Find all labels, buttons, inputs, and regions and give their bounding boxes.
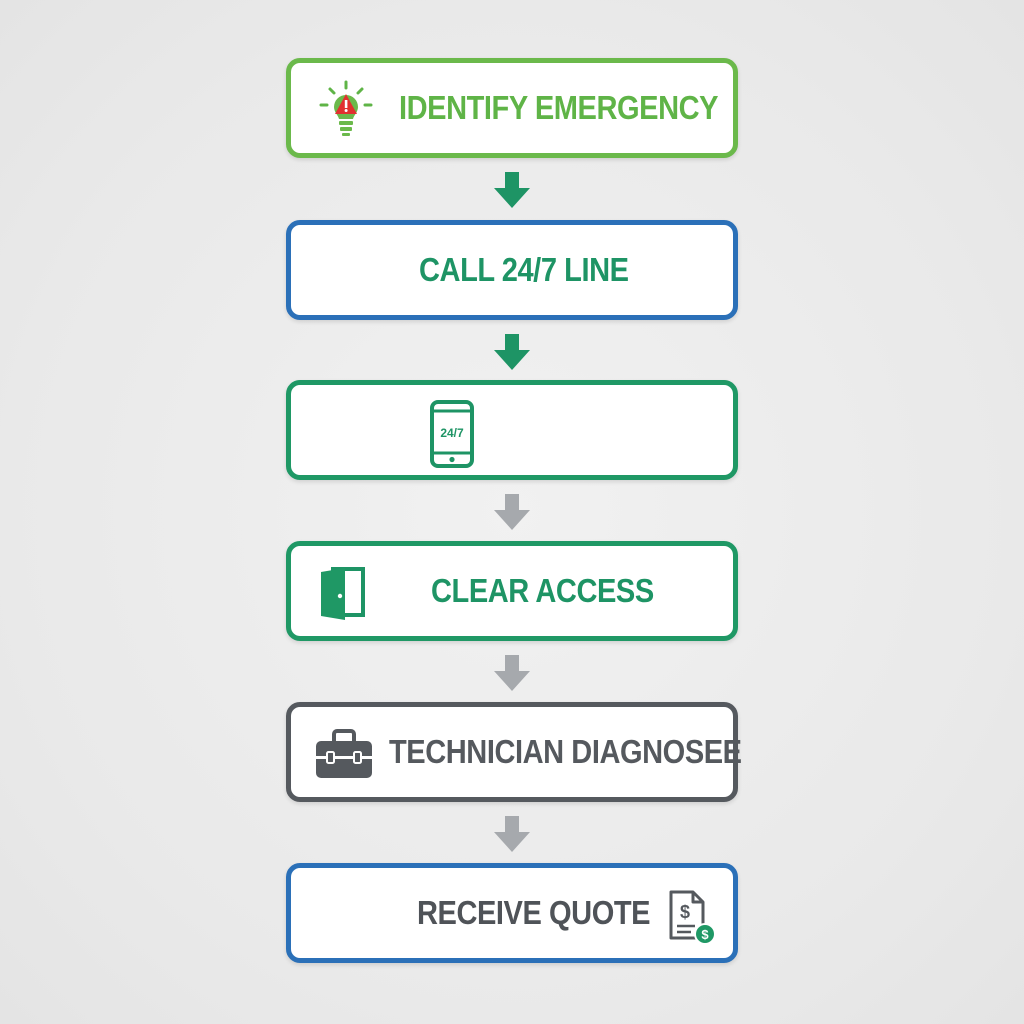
step-label: IDENTIFY EMERGENCY: [399, 89, 719, 126]
dollar-sign: $: [680, 902, 690, 922]
invoice-dollar-icon: $ $: [669, 890, 716, 945]
step-label: TECHNICIAN DIAGNOSEE: [389, 733, 742, 770]
down-arrow-icon: [494, 334, 530, 370]
smartphone-icon: 24/7: [430, 400, 474, 468]
phone-label: 24/7: [440, 426, 464, 440]
down-arrow-icon: [494, 172, 530, 208]
step-technician-diagnose: TECHNICIAN DIAGNOSEE: [286, 702, 742, 802]
down-arrow-icon: [494, 816, 530, 852]
down-arrow-icon: [494, 494, 530, 530]
step-receive-quote: RECEIVE QUOTE $ $: [286, 863, 738, 963]
toolbox-icon: [316, 729, 372, 778]
lightbulb-alert-icon: [319, 80, 373, 136]
down-arrow-icon: [494, 655, 530, 691]
step-call-line: CALL 24/7 LINE: [286, 220, 738, 320]
open-door-icon: [321, 567, 365, 620]
step-phone: 24/7: [286, 380, 738, 480]
coin-dollar-sign: $: [701, 927, 709, 942]
step-label: CALL 24/7 LINE: [419, 251, 629, 288]
step-label: RECEIVE QUOTE: [417, 894, 651, 931]
step-identify-emergency: IDENTIFY EMERGENCY: [286, 58, 738, 158]
step-clear-access: CLEAR ACCESS: [286, 541, 738, 641]
step-label: CLEAR ACCESS: [431, 572, 654, 609]
